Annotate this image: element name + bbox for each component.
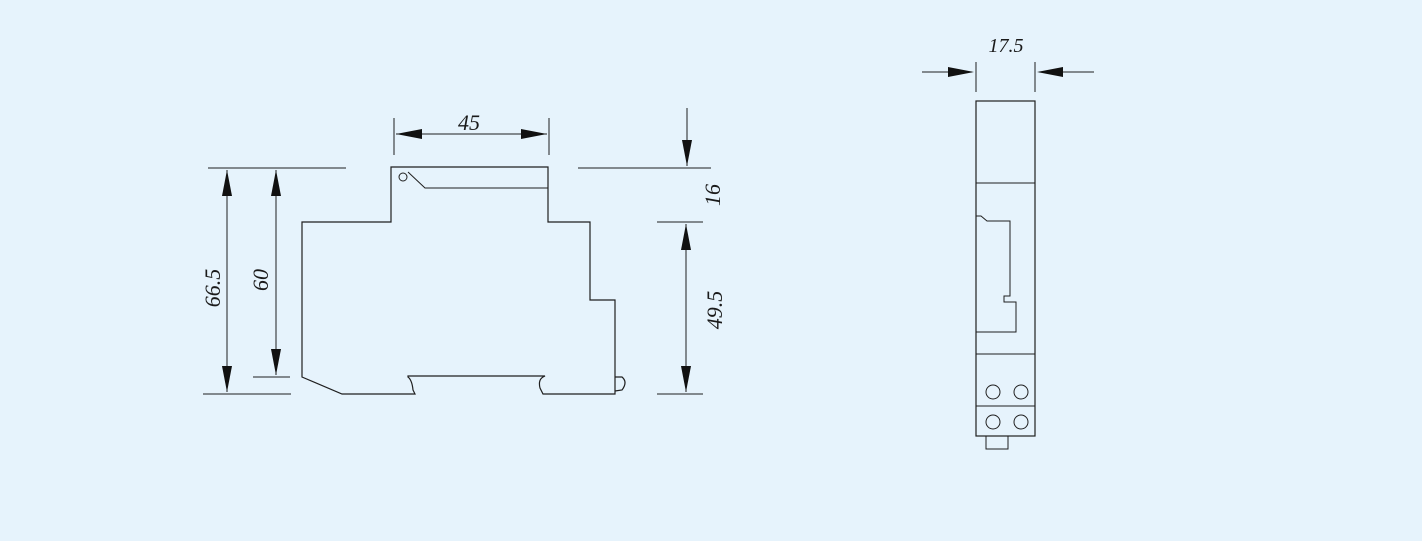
dimension-66-5-label: 66.5 bbox=[200, 269, 225, 308]
dimension-49-5: 49.5 bbox=[681, 224, 727, 392]
terminal-screw-icon bbox=[1013, 384, 1029, 400]
dimension-17-5-label: 17.5 bbox=[989, 35, 1024, 57]
dimension-49-5-label: 49.5 bbox=[702, 291, 727, 330]
front-view-handle bbox=[976, 215, 1017, 333]
dimension-17-5: 17.5 bbox=[922, 35, 1094, 92]
dimension-66-5: 66.5 bbox=[200, 170, 232, 392]
dimension-16-label: 16 bbox=[700, 184, 725, 206]
dimension-45: 45 bbox=[396, 110, 547, 139]
dimension-60-label: 60 bbox=[248, 269, 273, 291]
front-view-body bbox=[975, 100, 1036, 437]
dimension-60: 60 bbox=[248, 170, 281, 375]
front-view-bottom-clip bbox=[985, 436, 1009, 450]
terminal-screw-icon bbox=[985, 414, 1001, 430]
side-view-lever bbox=[407, 171, 548, 189]
dimension-45-label: 45 bbox=[458, 110, 480, 135]
side-view-outline bbox=[301, 166, 616, 395]
side-view-rail-clip bbox=[614, 376, 626, 392]
dimension-16: 16 bbox=[682, 108, 725, 206]
side-view: 66.5 60 45 16 bbox=[200, 108, 727, 395]
terminal-screw-icon bbox=[1013, 414, 1029, 430]
front-view: 17.5 bbox=[922, 35, 1094, 450]
terminal-screw-icon bbox=[985, 384, 1001, 400]
side-view-pivot bbox=[398, 172, 408, 182]
